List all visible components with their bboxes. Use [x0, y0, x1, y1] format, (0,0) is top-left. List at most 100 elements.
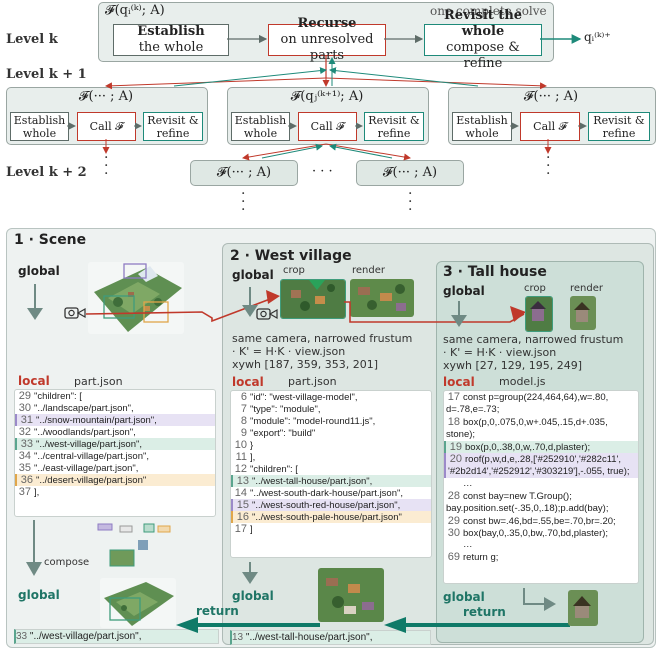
recurse-sub: on unresolved parts — [280, 32, 374, 63]
village-note: same camera, narrowed frustum· K' = H·K … — [232, 332, 413, 371]
house-local-label: local — [443, 375, 475, 389]
code-line-red-house: 15"../west-south-red-house/part.json", — [231, 499, 431, 511]
village-title: 2 · West village — [230, 248, 352, 264]
code-line: 7"type": "module", — [240, 403, 321, 415]
village-crop-image — [280, 279, 346, 319]
code-line: 32"../woodlands/part.json", — [18, 426, 136, 438]
village-down-arrow — [242, 287, 258, 317]
code-line: 34"../central-village/part.json", — [18, 450, 149, 462]
house-file-name: model.js — [499, 375, 546, 388]
frame-label: one complete solve — [430, 4, 547, 18]
child-mid-revisit: Revisit & refine — [364, 112, 424, 141]
child-formula-mid: 𝓕(qⱼ⁽ᵏ⁺¹⁾; A) — [290, 89, 364, 104]
revisit-sub: compose & refine — [446, 40, 520, 71]
code-line: 12"children": [ — [234, 463, 298, 475]
code-line: … — [463, 478, 473, 489]
house-compose-arrow — [523, 588, 556, 611]
level-k2-label: Level k + 2 — [6, 165, 87, 180]
code-line-west-village: 33"../west-village/part.json", — [15, 438, 215, 450]
house-crop-image — [525, 296, 553, 332]
village-final-render — [318, 568, 384, 622]
code-line: 11], — [235, 451, 256, 463]
grandchild-ellipsis: · · · — [312, 164, 333, 179]
scene-down-arrow — [27, 284, 43, 320]
village-code-block: 6"id": "west-village-model", 7"type": "m… — [230, 390, 432, 558]
code-line: … — [463, 539, 473, 550]
crop-path-arrow-1 — [85, 290, 280, 323]
vdots-g1: ··· — [241, 186, 246, 218]
child-left-revisit: Revisit & refine — [143, 112, 203, 141]
house-global-label: global — [443, 284, 485, 298]
output-label: qᵢ⁽ᵏ⁾⁺ — [584, 30, 611, 44]
scene-file-name: part.json — [74, 375, 123, 388]
child-mid-establish: Establish whole — [231, 112, 290, 141]
code-line: 8"module": "model-round11.js", — [240, 415, 376, 427]
scene-render-image — [88, 262, 184, 334]
recurse-title: Recurse — [297, 16, 357, 31]
code-line-desert-village: 36"../desert-village/part.json" — [15, 474, 215, 486]
code-line-pale-house: 16"../west-south-pale-house/part.json" — [231, 511, 431, 523]
grandchild-left: 𝓕(··· ; A) — [190, 160, 298, 186]
village-camera-icon — [256, 306, 278, 326]
house-crop-label: crop — [524, 283, 546, 294]
code-line: 9"export": "build" — [240, 427, 316, 439]
house-render-label: render — [570, 283, 603, 294]
code-line: 6"id": "west-village-model", — [240, 391, 358, 403]
camera-icon — [64, 305, 86, 325]
house-down-arrow — [451, 301, 467, 327]
village-return-line: 13 "../west-tall-house/part.json", — [230, 630, 431, 645]
scene-title: 1 · Scene — [14, 232, 87, 248]
frame-formula: 𝓕(qᵢ⁽ᵏ⁾; A) — [105, 3, 165, 18]
vdots-right: ··· — [546, 150, 551, 182]
code-line: 35"../east-village/part.json", — [18, 462, 139, 474]
village-crop-label: crop — [283, 265, 305, 276]
village-local-label: local — [232, 375, 264, 389]
village-global-label: global — [232, 268, 274, 282]
scene-local-label: local — [18, 374, 50, 388]
return-arrows — [176, 617, 570, 633]
revisit-box: Revisit the whole compose & refine — [424, 8, 542, 71]
code-line: 37], — [18, 486, 40, 498]
compose-label: compose — [44, 557, 90, 568]
scene-final-render — [100, 578, 176, 628]
code-line-tall-house: 13"../west-tall-house/part.json", — [231, 475, 431, 487]
child-right-call: Call 𝓕 — [520, 112, 580, 141]
child-right-revisit: Revisit & refine — [588, 112, 650, 141]
crop-path-arrow-2 — [344, 301, 526, 323]
house-note: same camera, narrowed frustum· K' = H·K … — [443, 333, 624, 372]
village-render-label: render — [352, 265, 385, 276]
level-k-label: Level k — [6, 32, 58, 47]
child-formula-left: 𝓕(··· ; A) — [78, 89, 134, 104]
level-k1-label: Level k + 1 — [6, 67, 87, 82]
house-title: 3 · Tall house — [443, 264, 547, 280]
scene-return-line: 33 "../west-village/part.json", — [14, 629, 219, 644]
scene-global-label: global — [18, 264, 60, 278]
code-line: 10} — [234, 439, 254, 451]
compose-arrow — [26, 520, 42, 576]
compose-tiles — [94, 522, 174, 582]
child-formula-right: 𝓕(··· ; A) — [523, 89, 579, 104]
establish-sub: the whole — [138, 40, 204, 55]
code-line-snow-mountain: 31"../snow-mountain/part.json", — [15, 414, 215, 426]
house-global-bottom-label: global — [443, 590, 485, 604]
scene-code-block: 29"children": [ 30"../landscape/part.jso… — [14, 389, 216, 517]
child-right-establish: Establish whole — [452, 112, 512, 141]
village-render-image — [350, 279, 414, 317]
child-left-call: Call 𝓕 — [77, 112, 136, 141]
vdots-g2: ··· — [408, 186, 413, 218]
house-final-render — [568, 590, 598, 626]
establish-box: Establish the whole — [113, 24, 229, 56]
scene-global-bottom-label: global — [18, 588, 60, 602]
establish-title: Establish — [137, 24, 205, 39]
house-render-image — [570, 296, 596, 330]
village-return-label: return — [196, 604, 239, 618]
child-left-establish: Establish whole — [10, 112, 69, 141]
code-line: 14"../west-south-dark-house/part.json", — [234, 487, 404, 499]
